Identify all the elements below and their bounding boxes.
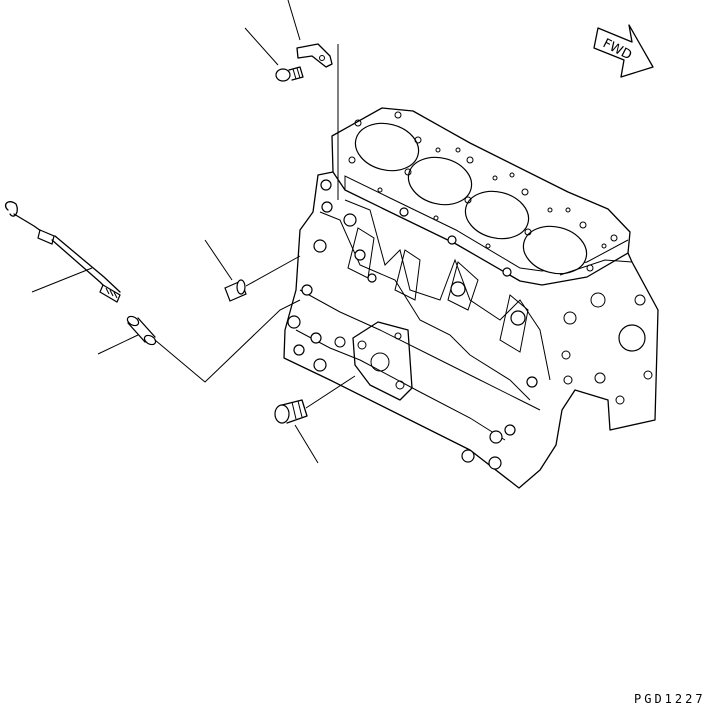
plug-icon <box>224 255 301 302</box>
dipstick-icon <box>4 201 121 303</box>
leader-dipstick <box>31 267 93 293</box>
sensor-icon <box>274 375 356 424</box>
leader-tube <box>97 334 139 355</box>
leader-plug <box>204 239 233 281</box>
bolt-icon <box>275 66 304 82</box>
leader-bolt <box>244 27 279 66</box>
drawing-code: PGD1227 <box>634 692 705 706</box>
engine-block-icon <box>283 107 659 489</box>
fwd-arrow-icon: FWD <box>593 24 654 78</box>
bracket-icon <box>296 43 339 200</box>
leader-switch <box>294 424 319 464</box>
tube-icon <box>126 299 301 383</box>
leader-bracket <box>287 0 301 41</box>
